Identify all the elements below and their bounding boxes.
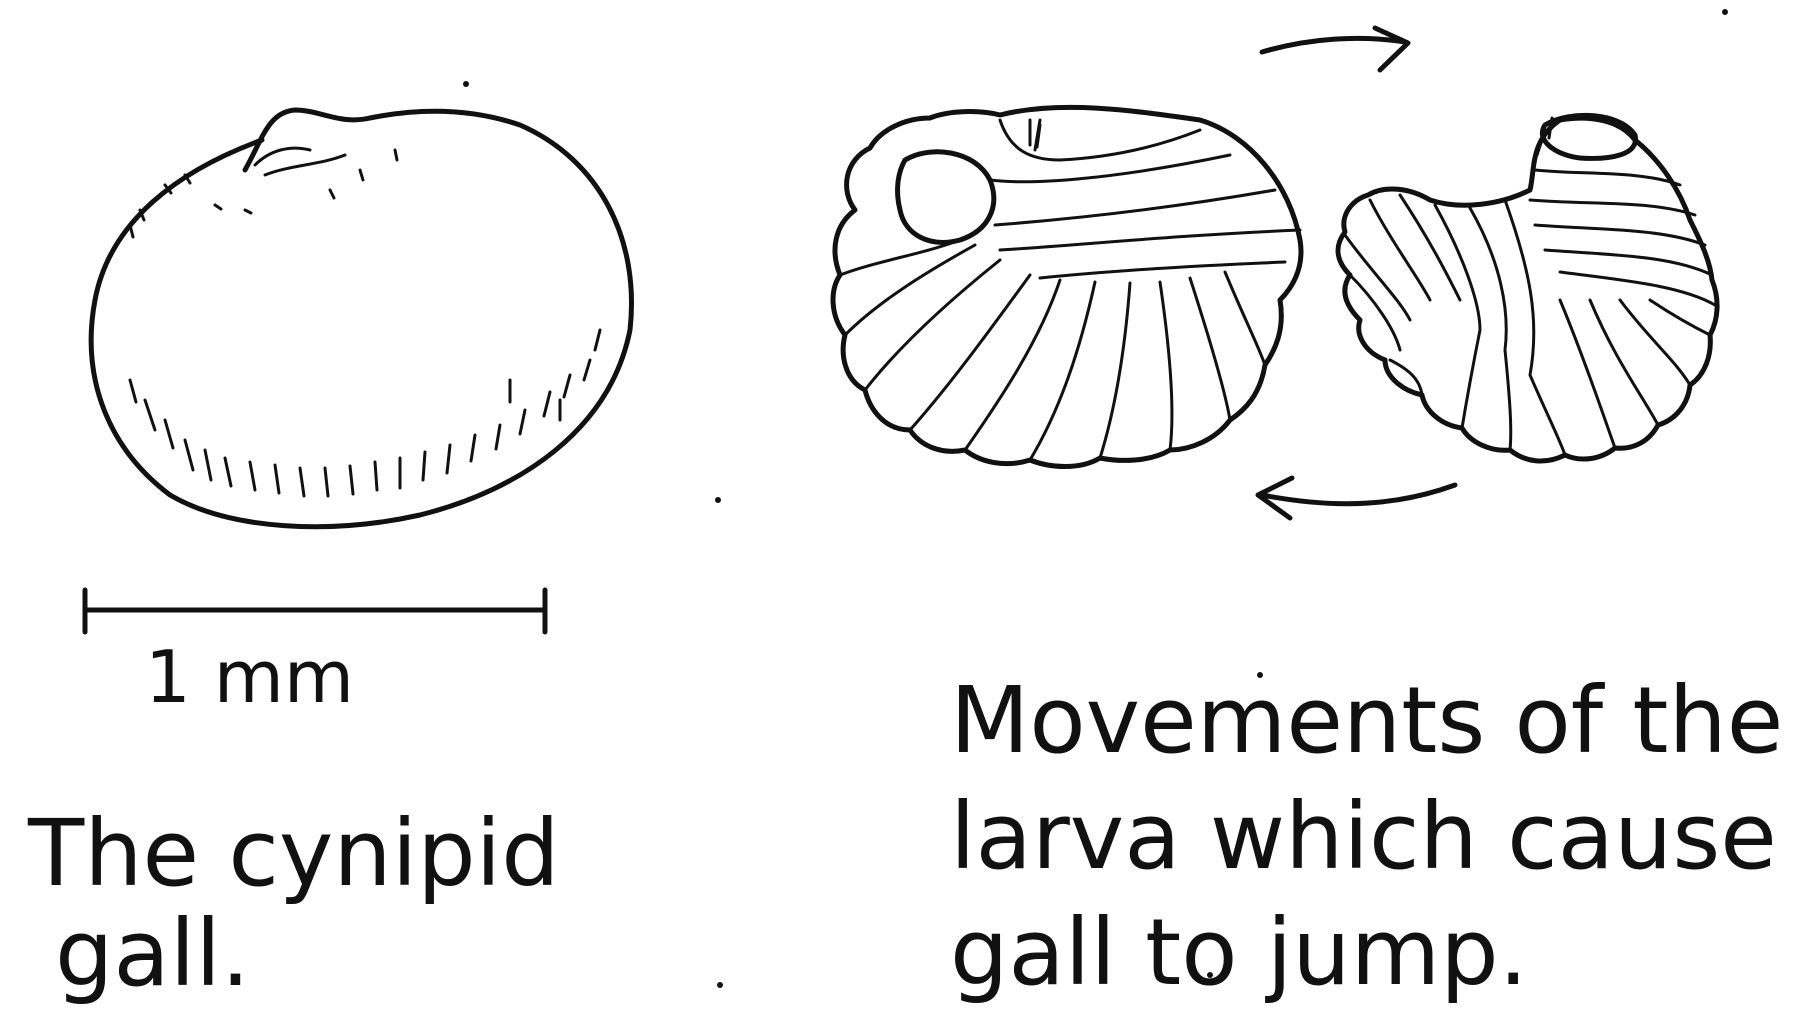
larva-curled-drawing xyxy=(833,107,1301,466)
gall-opening-detail xyxy=(255,148,310,165)
gall-top-shading xyxy=(130,150,397,237)
arrow-bottom-shaft xyxy=(1262,485,1455,504)
movement-arrow-top xyxy=(1262,28,1408,70)
arrow-top-shaft xyxy=(1262,38,1405,52)
larva-uncurling-segments xyxy=(1345,170,1715,455)
scale-bar-label: 1 mm xyxy=(145,635,354,719)
larva-uncurling-drawing xyxy=(1338,115,1717,461)
movement-arrow-bottom xyxy=(1258,478,1455,518)
larva-uncurling-head xyxy=(1542,115,1635,158)
larva-curled-segments xyxy=(840,120,1300,460)
larva-caption-line-3: gall to jump. xyxy=(950,899,1528,1006)
gall-opening-shade xyxy=(265,155,345,175)
larva-caption-line-1: Movements of the xyxy=(950,667,1783,774)
larva-curled-head xyxy=(898,152,994,243)
larva-uncurling-outline xyxy=(1338,118,1717,461)
arrow-top-head xyxy=(1375,28,1408,70)
gall-caption-line-2: gall. xyxy=(55,900,250,1007)
cynipid-gall-drawing xyxy=(91,110,631,527)
larva-caption-line-2: larva which cause xyxy=(950,783,1777,890)
gall-caption-line-1: The cynipid xyxy=(27,800,560,907)
scale-bar xyxy=(85,590,545,632)
